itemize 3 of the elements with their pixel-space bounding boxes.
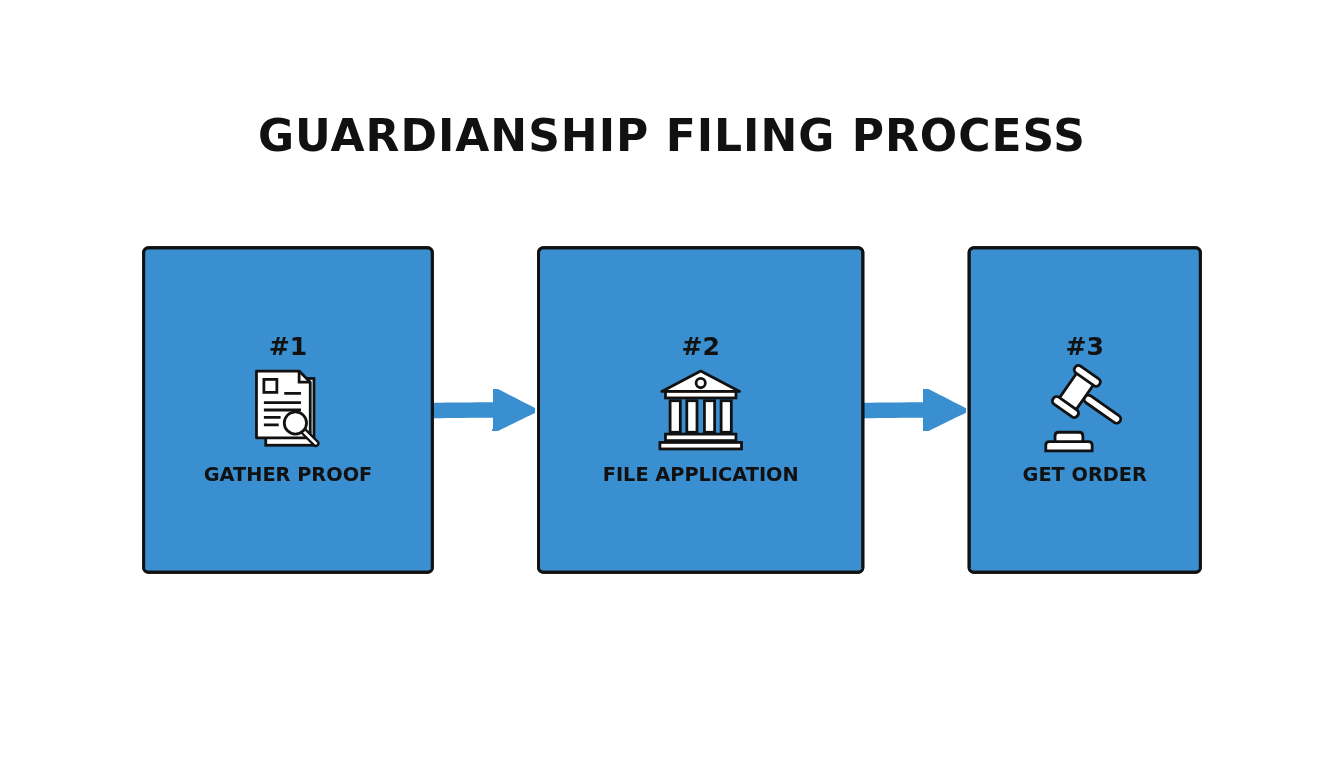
title: GUARDIANSHIP FILING PROCESS — [257, 110, 1087, 161]
arrow — [863, 386, 968, 434]
arrow — [432, 386, 538, 434]
